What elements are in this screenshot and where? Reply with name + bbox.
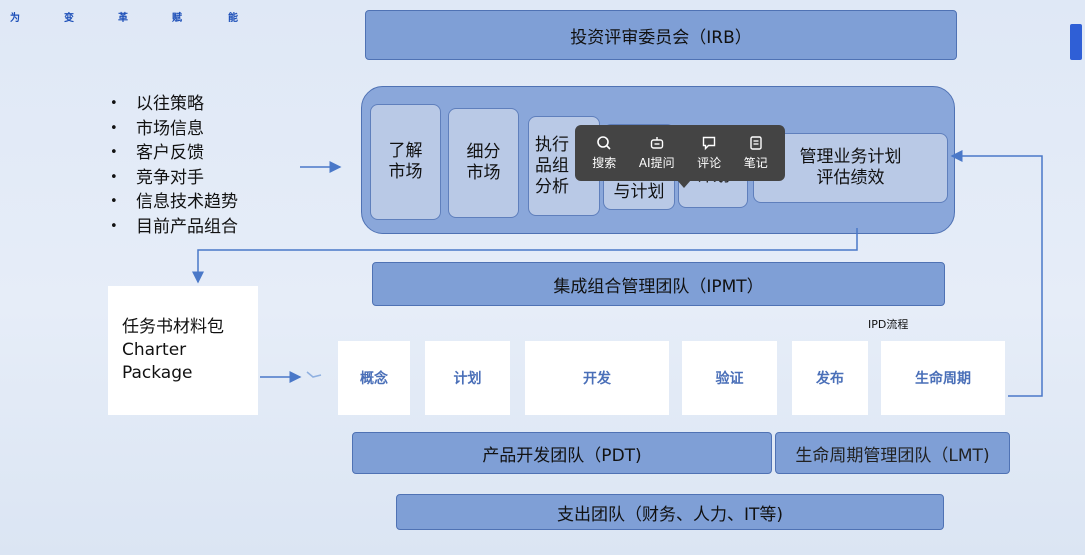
toolbar-ai-ask-button[interactable]: AI提问	[639, 135, 675, 171]
support-team-box: 支出团队（财务、人力、IT等)	[396, 494, 944, 530]
note-icon	[749, 136, 762, 150]
mm-step-manage-business-plan: 管理业务计划 评估绩效	[753, 133, 948, 203]
charter-package-label: 任务书材料包 Charter Package	[122, 317, 224, 383]
ipmt-box: 集成组合管理团队（IPMT）	[372, 262, 945, 306]
toolbar-comment-label: 评论	[697, 156, 722, 170]
input-item: 信息技术趋势	[110, 190, 310, 215]
input-item: 竞争对手	[110, 166, 310, 191]
search-icon	[597, 136, 611, 150]
ipmt-label: 集成组合管理团队（IPMT）	[553, 276, 764, 297]
input-item: 以往策略	[110, 92, 310, 117]
toolbar-caret	[677, 180, 691, 188]
arrow-panel-to-charter	[192, 228, 858, 284]
small-check-icon	[306, 371, 322, 378]
charter-package-box: 任务书材料包 Charter Package	[108, 286, 258, 415]
lmt-label: 生命周期管理团队（LMT)	[795, 445, 990, 466]
arrow-lifecycle-to-panel	[950, 150, 1043, 397]
mm-step-understand-market: 了解 市场	[370, 104, 441, 220]
ipd-phase-plan: 计划	[425, 341, 510, 415]
toolbar-search-label: 搜索	[592, 156, 617, 170]
toolbar-comment-button[interactable]: 评论	[697, 135, 721, 171]
irb-label: 投资评审委员会（IRB）	[570, 27, 752, 48]
comment-icon	[702, 136, 716, 151]
mm-step-segment-market: 细分 市场	[448, 108, 519, 218]
toolbar-ai-ask-label: AI提问	[638, 156, 675, 170]
header-char: 赋	[172, 13, 182, 24]
ipd-caption: IPD流程	[868, 318, 909, 331]
ipd-phase-lifecycle: 生命周期	[881, 341, 1005, 415]
ai-robot-icon	[650, 137, 663, 149]
support-team-label: 支出团队（财务、人力、IT等)	[556, 504, 784, 525]
lmt-box: 生命周期管理团队（LMT)	[775, 432, 1010, 474]
input-list: 以往策略 市场信息 客户反馈 竞争对手 信息技术趋势 目前产品组合	[110, 92, 310, 239]
scrollbar-thumb[interactable]	[1070, 24, 1082, 60]
header-char: 能	[228, 13, 238, 24]
pdt-box: 产品开发团队（PDT)	[352, 432, 772, 474]
selection-toolbar: 搜索 AI提问 评论 笔记	[575, 125, 785, 181]
toolbar-search-button[interactable]: 搜索	[592, 135, 616, 171]
header-char: 革	[118, 13, 128, 24]
pdt-label: 产品开发团队（PDT)	[482, 445, 642, 466]
toolbar-note-label: 笔记	[743, 156, 768, 170]
toolbar-note-button[interactable]: 笔记	[744, 135, 768, 171]
irb-box: 投资评审委员会（IRB）	[365, 10, 957, 60]
input-item: 客户反馈	[110, 141, 310, 166]
input-item: 市场信息	[110, 117, 310, 142]
ipd-phase-develop: 开发	[525, 341, 669, 415]
header-char: 变	[64, 13, 74, 24]
ipd-phase-release: 发布	[792, 341, 868, 415]
ipd-phase-verify: 验证	[682, 341, 777, 415]
ipd-phase-concept: 概念	[338, 341, 410, 415]
input-item: 目前产品组合	[110, 215, 310, 240]
header-char: 为	[10, 13, 20, 24]
